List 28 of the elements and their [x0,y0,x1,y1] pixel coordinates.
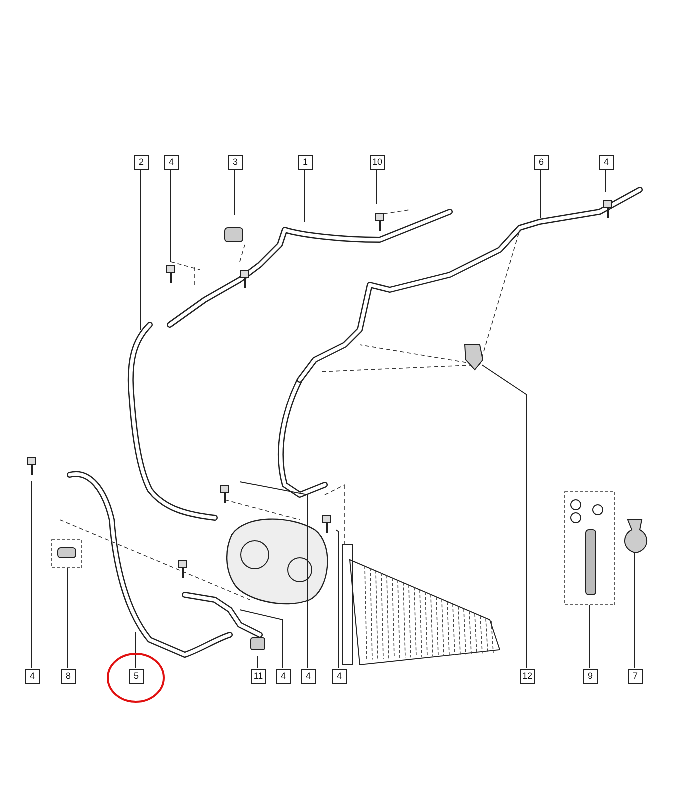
leader-line [336,530,340,668]
callout-number: 9 [583,669,598,684]
leader-line [482,364,528,668]
callout-number: 4 [276,669,291,684]
callout-number: 4 [599,155,614,170]
callout-number: 8 [61,669,76,684]
callout-number: 1 [298,155,313,170]
leader-line [240,482,308,668]
leader-line [240,610,284,668]
callout-number: 4 [25,669,40,684]
leader-line [540,170,542,218]
callout-number: 10 [370,155,385,170]
leader-line [304,170,306,222]
callout-number: 4 [164,155,179,170]
leader-line [634,552,636,668]
callout-number: 12 [520,669,535,684]
callout-number: 2 [134,155,149,170]
leader-line [170,170,172,262]
leader-line [234,170,236,216]
callout-number: 4 [332,669,347,684]
callout-number: 11 [251,669,266,684]
leader-line [140,170,142,330]
callout-number: 6 [534,155,549,170]
callout-number: 5 [129,669,144,684]
callout-number: 7 [628,669,643,684]
leader-line [376,170,378,204]
callout-number: 3 [228,155,243,170]
callout-number: 4 [301,669,316,684]
